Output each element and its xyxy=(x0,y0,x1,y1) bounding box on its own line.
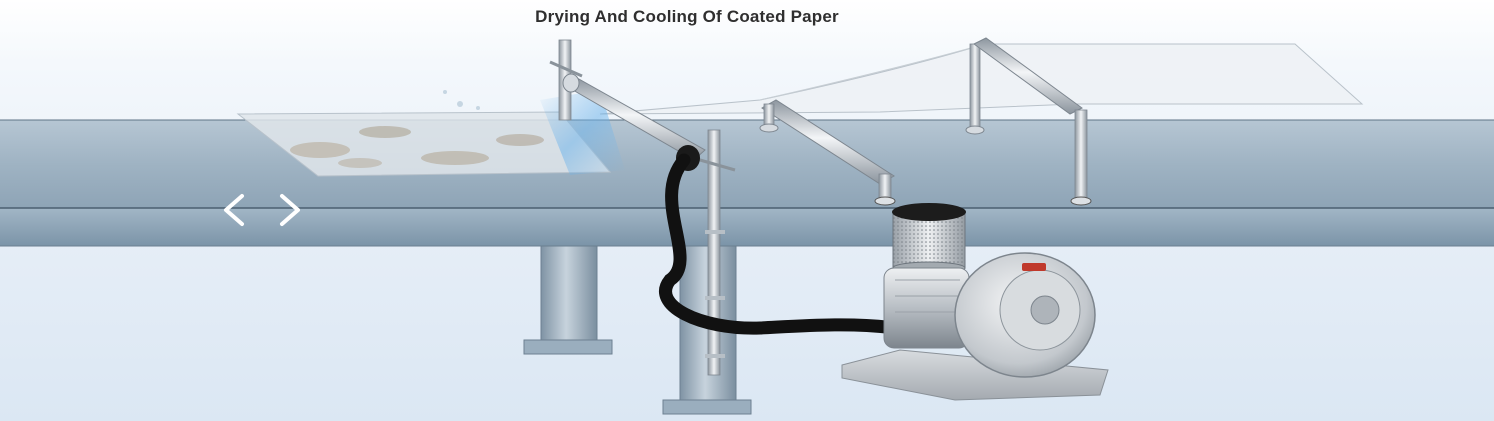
next-button[interactable] xyxy=(272,190,308,230)
previous-button[interactable] xyxy=(216,190,252,230)
ring-blower xyxy=(841,252,1109,401)
chevron-right-icon xyxy=(280,194,300,226)
table-leg-left xyxy=(523,243,613,355)
pipe-manifold xyxy=(759,37,1092,206)
air-filter xyxy=(892,203,966,275)
coated-paper-wet xyxy=(236,111,612,177)
conveyor-table xyxy=(0,119,1494,247)
page-title: Drying And Cooling Of Coated Paper xyxy=(535,7,839,26)
blower-badge xyxy=(1022,263,1046,271)
chevron-left-icon xyxy=(224,194,244,226)
air-hose xyxy=(659,153,902,335)
coated-paper-dry xyxy=(599,43,1364,115)
